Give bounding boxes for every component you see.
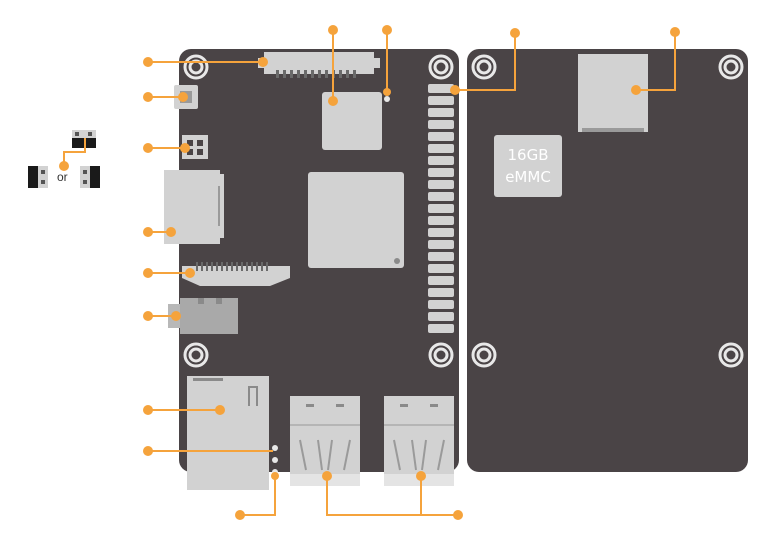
callout-micro-usb-end [178,92,188,102]
callout-usb-right-end [416,471,426,481]
callout-jumper-legend-dot [59,161,69,171]
mounting-hole [183,342,209,368]
main-soc [308,172,404,268]
callout-led-top-dot [382,25,392,35]
callout-usb-left-end [322,471,332,481]
mounting-hole [428,342,454,368]
ethernet-port [187,376,269,490]
gpio-header [428,84,454,333]
callout-top-connector-end [258,57,268,67]
callout-ribbon-dot [143,268,153,278]
callout-audio-end [171,311,181,321]
callout-led-bottom-dot [235,510,245,520]
emmc-chip [494,135,562,197]
callout-dots [59,25,680,520]
callout-jumper-end [180,143,190,153]
callout-sd-dot [143,227,153,237]
callout-ethernet-dot [143,405,153,415]
callout-led-dot [143,446,153,456]
callout-led-top-end [383,88,391,96]
callout-ethernet-end [215,405,225,415]
status-leds [272,445,278,475]
mounting-hole [471,54,497,80]
mounting-hole [718,54,744,80]
usb-port-right [384,396,454,486]
callout-led-bottom-end [271,472,279,480]
callout-jumper-dot [143,143,153,153]
mounting-holes [183,54,744,368]
ribbon-connector [182,262,290,286]
emmc-label: 16GB eMMC [494,144,562,188]
callout-sd-end [166,227,176,237]
callout-chip-top-end [328,96,338,106]
callout-lines [63,30,676,516]
emmc-capacity-text: 16GB [507,146,549,164]
callout-chip-top-dot [328,25,338,35]
emmc-type-text: eMMC [505,168,551,186]
callout-usb-dot [453,510,463,520]
mounting-hole [718,342,744,368]
jumper-legend-or-text: or [57,170,68,184]
callout-ribbon-end [185,268,195,278]
jumper-legend-left-icon [28,166,48,188]
small-chip [322,92,382,150]
callout-back-connector-dot [670,27,680,37]
callout-back-connector-end [631,85,641,95]
jumper-legend-right-icon [80,166,100,188]
callout-micro-usb-dot [143,92,153,102]
callout-audio-dot [143,311,153,321]
callout-gpio-end [450,85,460,95]
mounting-hole [471,342,497,368]
callout-top-connector-dot [143,57,153,67]
audio-jack [168,298,238,334]
mounting-hole [428,54,454,80]
power-led [384,96,390,102]
callout-gpio-dot [510,28,520,38]
